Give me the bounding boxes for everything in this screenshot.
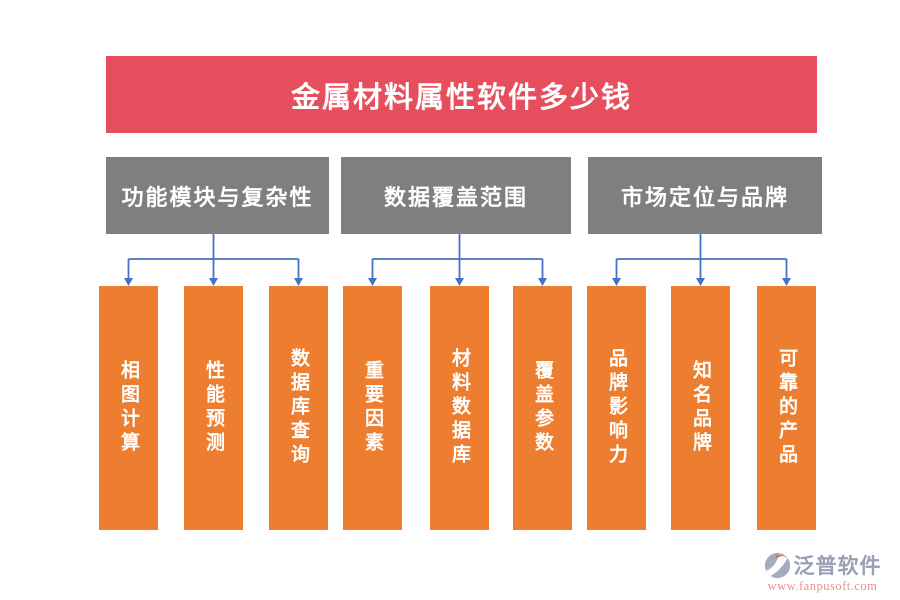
item-column-important-factors: 重要因素 bbox=[343, 286, 402, 530]
item-column-performance-prediction: 性能预测 bbox=[184, 286, 243, 530]
category-label: 功能模块与复杂性 bbox=[121, 184, 314, 210]
item-label: 材料数据库 bbox=[449, 348, 470, 468]
category-box-market-brand: 市场定位与品牌 bbox=[588, 157, 822, 234]
page-title: 金属材料属性软件多少钱 bbox=[290, 81, 632, 114]
item-column-coverage-parameters: 覆盖参数 bbox=[513, 286, 572, 530]
watermark-brand: 泛普软件 bbox=[793, 554, 882, 578]
item-label: 相图计算 bbox=[118, 360, 139, 456]
title-banner: 金属材料属性软件多少钱 bbox=[106, 56, 817, 133]
category-box-function-modules: 功能模块与复杂性 bbox=[106, 157, 329, 234]
item-label: 性能预测 bbox=[203, 360, 224, 456]
item-column-reliable-product: 可靠的产品 bbox=[757, 286, 816, 530]
item-label: 覆盖参数 bbox=[532, 360, 553, 456]
item-column-famous-brand: 知名品牌 bbox=[671, 286, 730, 530]
fanpu-logo-icon bbox=[764, 552, 790, 578]
item-column-material-database: 材料数据库 bbox=[430, 286, 489, 530]
item-label: 数据库查询 bbox=[288, 348, 309, 468]
category-label: 市场定位与品牌 bbox=[620, 184, 789, 210]
watermark: 泛普软件 www.fanpusoft.com bbox=[750, 550, 895, 594]
item-column-database-query: 数据库查询 bbox=[269, 286, 328, 530]
watermark-url: www.fanpusoft.com bbox=[767, 579, 878, 593]
category-box-data-coverage: 数据覆盖范围 bbox=[341, 157, 571, 234]
item-column-phase-diagram: 相图计算 bbox=[99, 286, 158, 530]
category-label: 数据覆盖范围 bbox=[383, 184, 528, 210]
item-label: 品牌影响力 bbox=[606, 348, 627, 468]
item-label: 可靠的产品 bbox=[776, 348, 797, 468]
item-label: 知名品牌 bbox=[690, 360, 711, 456]
item-label: 重要因素 bbox=[362, 360, 383, 456]
item-column-brand-influence: 品牌影响力 bbox=[587, 286, 646, 530]
